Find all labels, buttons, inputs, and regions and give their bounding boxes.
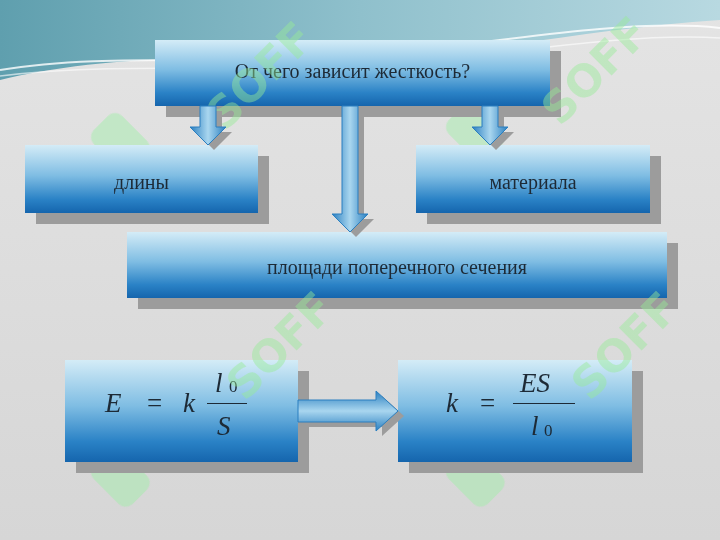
box-label: длины: [25, 171, 258, 194]
arrow-shadow: [196, 111, 232, 150]
formula-symbol: E: [105, 390, 122, 417]
formula-symbol: =: [147, 390, 162, 417]
fraction-bar: [207, 403, 247, 404]
arrow-shadow: [304, 396, 404, 436]
formula-symbol: ES: [520, 370, 550, 397]
block-arrow: [332, 106, 374, 237]
fraction-bar: [513, 403, 575, 404]
formula-symbol: k: [183, 390, 195, 417]
box-label: площади поперечного сечения: [127, 256, 667, 279]
watermark: SOFF: [531, 7, 658, 134]
arrow-body: [190, 106, 226, 145]
formula-symbol: 0: [544, 422, 553, 439]
arrow-body: [298, 391, 398, 431]
formula-symbol: S: [217, 413, 231, 440]
process-box: площади поперечного сечения: [127, 232, 667, 298]
block-arrow: [298, 391, 404, 436]
arrow-shadow: [478, 111, 514, 150]
arrow-body: [472, 106, 508, 145]
arrow-body: [332, 106, 368, 232]
formula-symbol: k: [446, 390, 458, 417]
block-arrow: [190, 106, 232, 150]
process-box: материала: [416, 145, 650, 213]
box-label: материала: [416, 171, 650, 194]
formula-symbol: l: [531, 413, 539, 440]
arrow-shadow: [338, 111, 374, 237]
box-label: От чего зависит жесткость?: [155, 60, 550, 83]
process-box: длины: [25, 145, 258, 213]
block-arrow: [472, 106, 514, 150]
formula-symbol: =: [480, 390, 495, 417]
